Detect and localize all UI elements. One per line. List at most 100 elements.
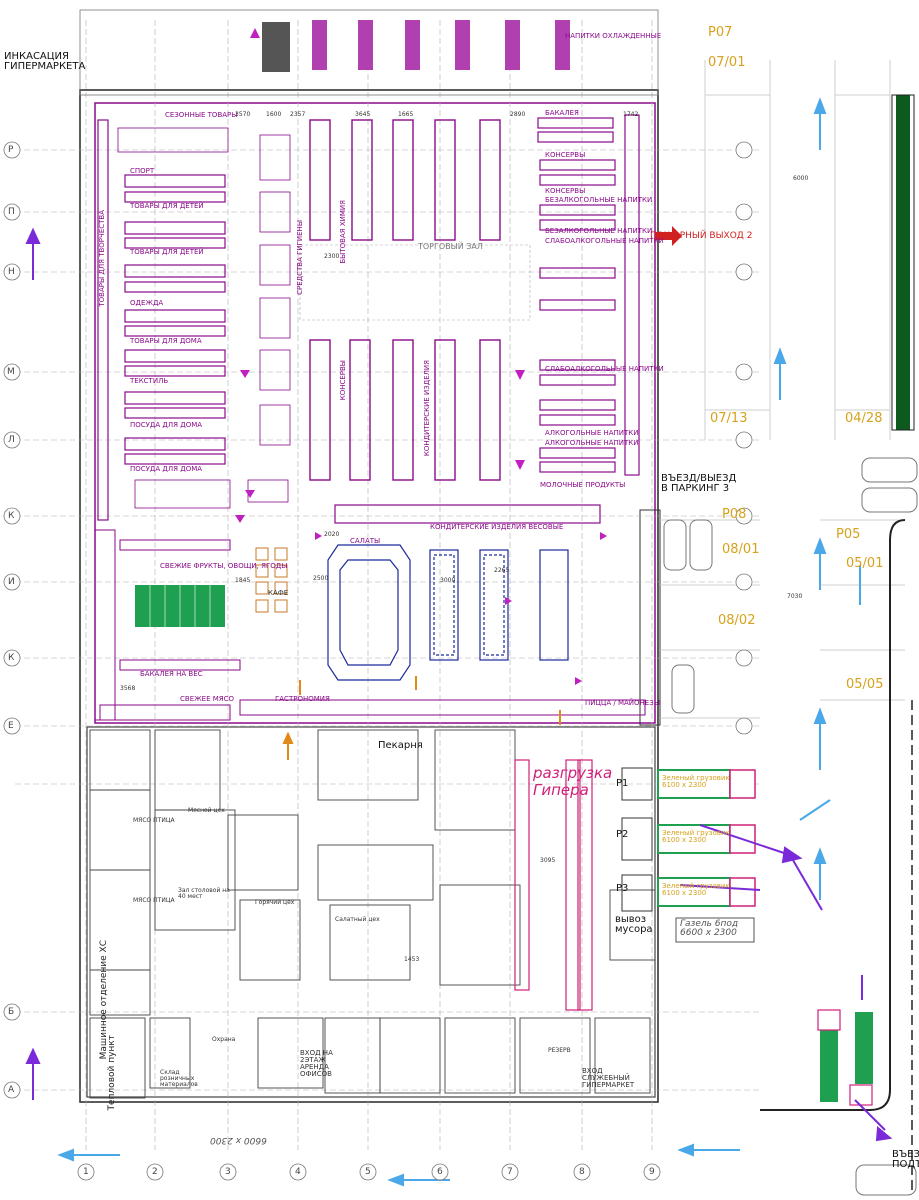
parking-label: 04/28 [845,411,883,426]
grid-col-label: 2 [152,1167,158,1177]
dept-label: ПИЦЦА / МАЙОНЕЗЫ [585,699,660,707]
dept-label: СПОРТ [130,167,155,175]
sales-hall-outline [94,102,656,724]
dimension-label: 2500 [313,575,329,582]
entry-bottom-label: ВЪЕЗ ПОДЪЕ [892,1149,919,1170]
parking-label: P05 [836,527,861,542]
dimension-label: 1600 [266,111,282,118]
grid-row-label: П [8,207,15,217]
grid-row-label: Е [8,721,14,731]
orange-arrows [282,676,561,760]
dept-label: БЕЗАЛКОГОЛЬНЫЕ НАПИТКИ [545,196,653,204]
dimension-label: 3000 [440,577,456,584]
grid-col-label: 5 [365,1167,371,1177]
back-rooms [89,729,651,1099]
dept-label: ПОСУДА ДЛЯ ДОМА [130,421,203,429]
dock-label: P1 [616,778,629,789]
top-carts [262,20,570,72]
aisle-arrows [235,28,607,685]
dimension-label: 2890 [510,111,526,118]
dimension-label: 2020 [324,531,340,538]
top-service-area [79,9,659,96]
unloading-label: разгрузка Гипера [533,764,613,799]
dept-label: СЛАБОАЛКОГОЛЬНЫЕ НАПИТКИ [545,365,664,373]
dimension-label: 6000 [793,175,809,182]
service-counter [239,699,646,716]
dimension-label: 3570 [235,111,251,118]
hall-label: ТОРГОВЫЙ ЗАЛ [418,242,483,251]
dept-label: ОДЕЖДА [130,299,164,307]
dept-label: НАПИТКИ ОХЛАЖДЕННЫЕ [565,32,662,40]
garbage-label: вывоз мусора [615,914,653,935]
grid-row-label: М [7,367,15,377]
fresh-produce-grid [149,585,211,627]
room-label: МЯСО ПТИЦА [133,817,175,824]
gazelle-label: Газель 6под 6600 х 2300 [680,919,739,938]
building-outline [79,89,659,1103]
fire-exit-arrow [655,226,682,246]
right-racks [334,114,640,524]
dept-label: ТОВАРЫ ДЛЯ ТВОРЧЕСТВА [98,210,106,307]
dept-label: СВЕЖИЕ ФРУКТЫ, ОВОЩИ, ЯГОДЫ [160,562,288,570]
parked-cars [663,457,918,1196]
room-label: Салатный цех [335,916,380,923]
truck-label-1: Зеленый грузовик 6100 x 2300 [662,774,730,789]
green-hedge [896,95,910,430]
room-label: Мясной цех [188,807,225,814]
dept-label: АЛКОГОЛЬНЫЕ НАПИТКИ [545,439,639,447]
center-racks [309,119,501,481]
dock-label: P3 [616,883,629,894]
dimension-label: 3568 [120,685,136,692]
dept-label: ТОВАРЫ ДЛЯ ДЕТЕЙ [130,202,204,210]
room-label: Горячий цех [255,899,295,906]
grid-col-label: 9 [649,1167,655,1177]
room-label: ВХОД НА 2ЭТАЖ АРЕНДА ОФИСОВ [300,1049,333,1078]
dept-label: СРЕДСТВА ГИГИЕНЫ [296,220,304,295]
grid-row-label: А [8,1085,15,1095]
dock-label: P2 [616,829,629,840]
display-tables [117,127,291,509]
grid-row-label: Б [8,1007,15,1017]
parking-label: 05/01 [846,556,884,571]
dept-label: БАКАЛЕЯ [545,109,579,117]
fresh-zone-shelves [94,529,241,721]
dept-label: БЕЗАЛКОГОЛЬНЫЕ НАПИТКИ [545,227,653,235]
dept-label: КОНСЕРВЫ [339,360,347,401]
dept-label: СЕЗОННЫЕ ТОВАРЫ [165,111,238,119]
dimension-label: 1453 [404,956,420,963]
parking-label: P07 [708,25,733,40]
dimension-label: 3645 [355,111,371,118]
central-aisle [299,244,531,321]
parking-label: P08 [722,507,747,522]
dept-label: КОНСЕРВЫ [545,187,586,195]
dimension-label: 2300 [324,253,340,260]
grid-col-label: 1 [83,1167,89,1177]
dimension-label: 1742 [623,111,639,118]
dept-label: КОНДИТЕРСКИЕ ИЗДЕЛИЯ ВЕСОВЫЕ [430,523,564,531]
left-racks [97,119,226,521]
unloading-racks [514,759,593,1011]
parking-label: 08/02 [718,613,756,628]
dept-label: МОЛОЧНЫЕ ПРОДУКТЫ [540,481,626,489]
dept-label: ПОСУДА ДЛЯ ДОМА [130,465,203,473]
grid-row-label: Л [8,435,15,445]
dept-label: СЛАБОАЛКОГОЛЬНЫЕ НАПИТКИ [545,237,664,245]
entry-block-outline [639,509,661,726]
grid-col-label: 8 [579,1167,585,1177]
purple-arrows [25,227,893,1142]
grid-col-label: 7 [507,1167,513,1177]
dept-label: СВЕЖЕЕ МЯСО [180,695,235,703]
room-label: Зал столовой на 40 мест [178,887,230,900]
room-label: Склад розничных материалов [160,1069,198,1088]
hedge-border [891,94,915,431]
grid-col-label: 4 [295,1167,301,1177]
dock-doors [621,767,653,912]
dept-label: АЛКОГОЛЬНЫЕ НАПИТКИ [545,429,639,437]
room-label: Пекарня [378,740,423,751]
truck-label-3: Зеленый грузовик 6100 x 2300 [662,882,730,897]
dept-label: КОНДИТЕРСКИЕ ИЗДЕЛИЯ [423,360,431,457]
dimension-label: 7030 [787,593,803,600]
grid-row-label: К [8,511,15,521]
dimension-label: 1665 [398,111,414,118]
